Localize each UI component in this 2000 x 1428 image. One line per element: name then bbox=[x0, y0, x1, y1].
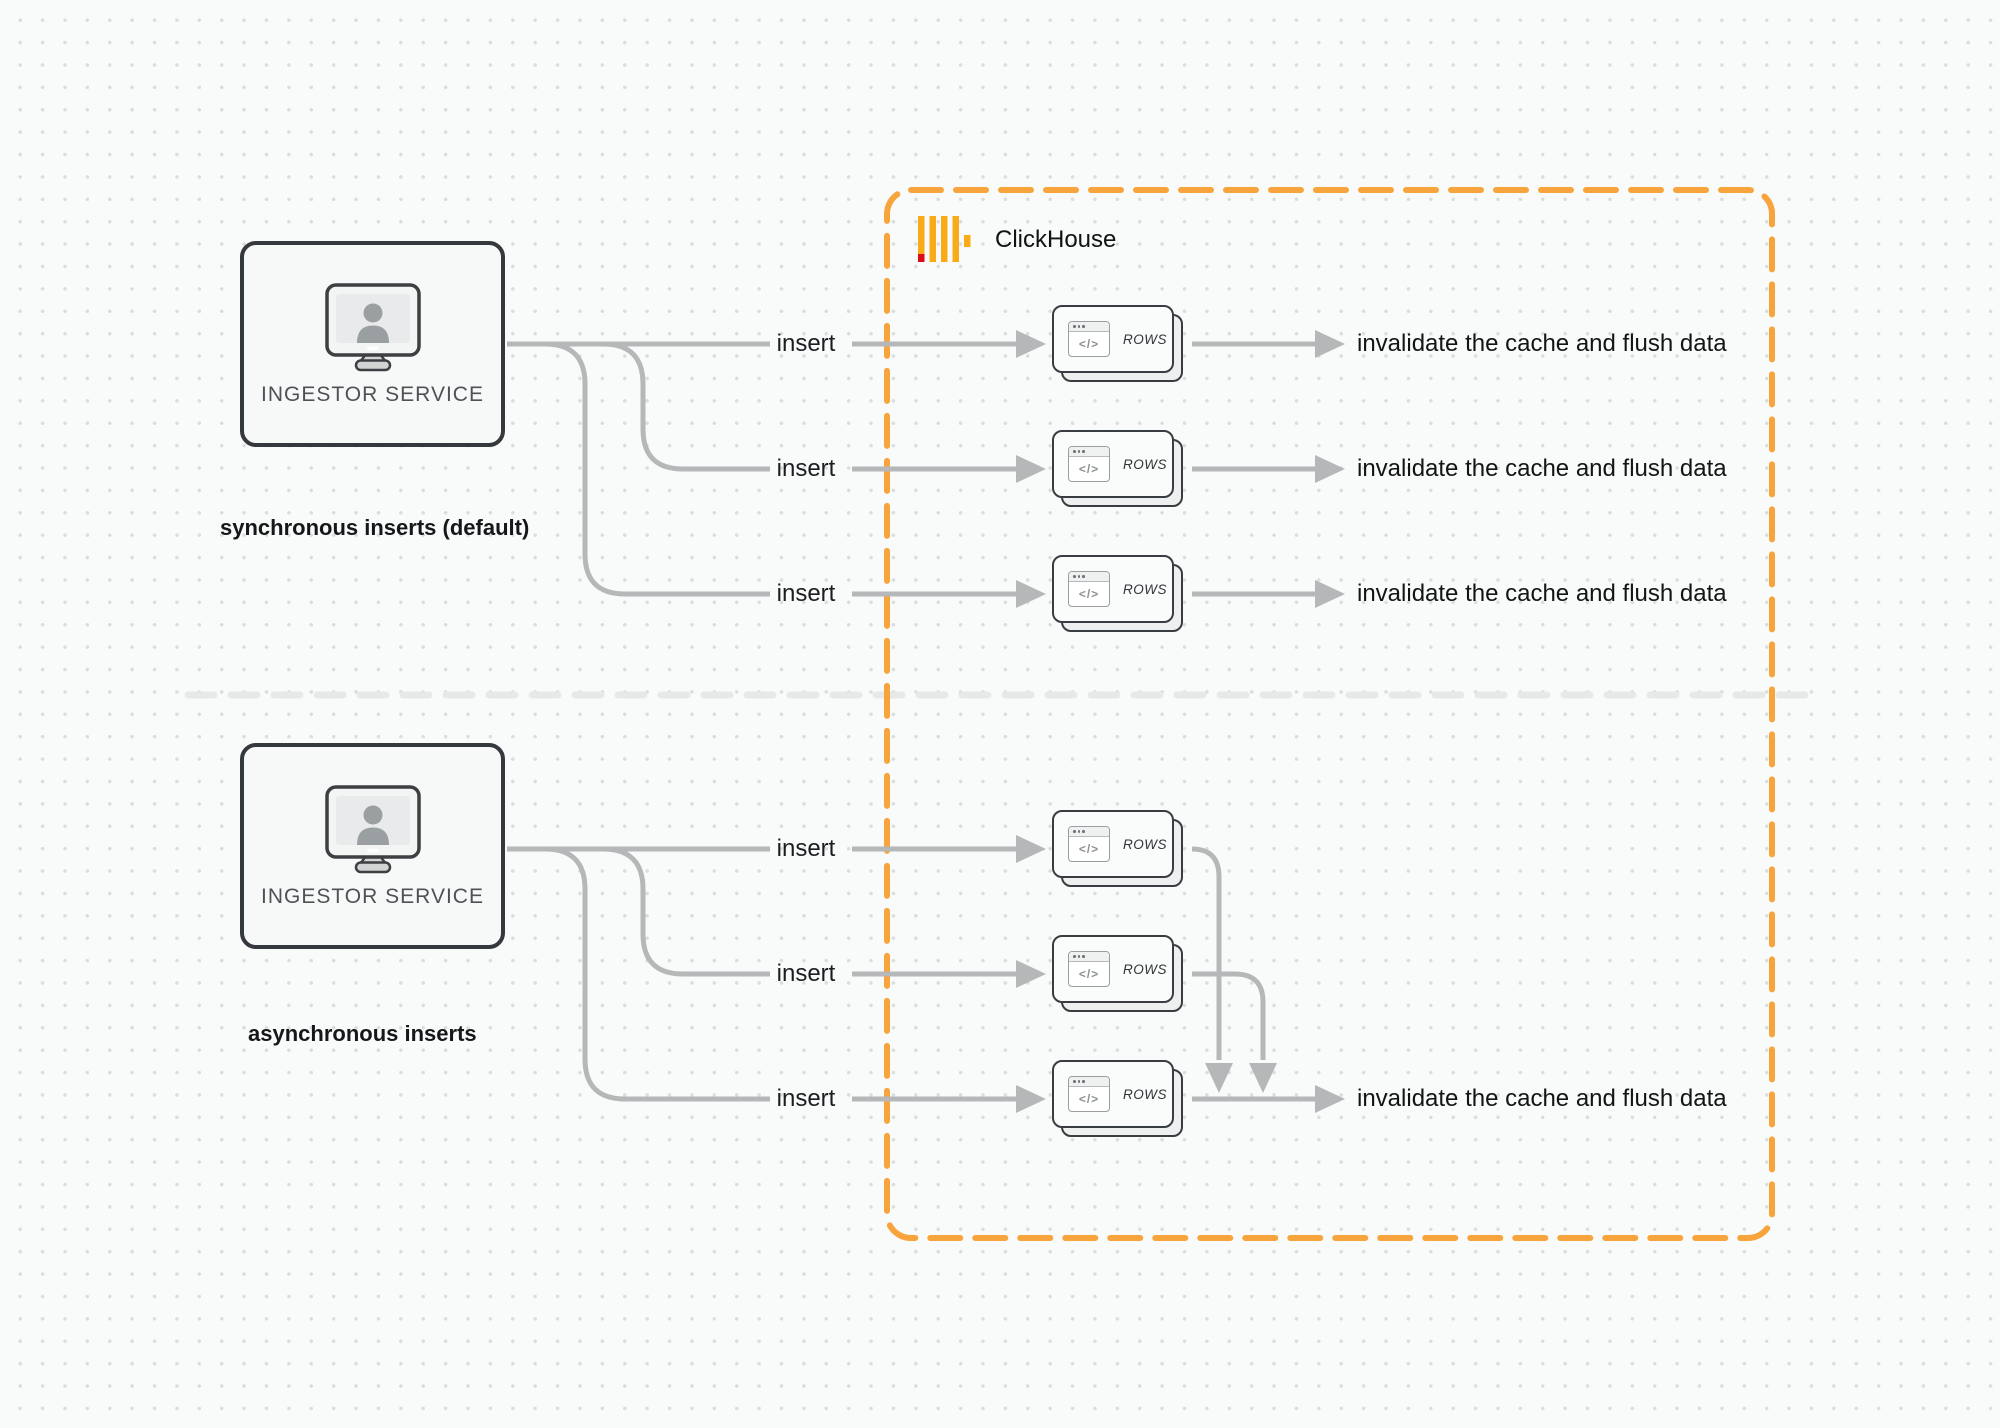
arrowhead bbox=[1315, 455, 1345, 483]
async-branch-row3 bbox=[544, 846, 770, 1102]
insert-label-sync-1: insert bbox=[776, 330, 836, 357]
rows-label: ROWS bbox=[1123, 1086, 1167, 1102]
window-titlebar bbox=[1069, 322, 1109, 332]
insert-label-sync-3: insert bbox=[776, 580, 836, 607]
invalidate-label-sync-2: invalidate the cache and flush data bbox=[1357, 455, 1727, 482]
code-glyph: </> bbox=[1078, 1092, 1100, 1106]
monitor-user-icon bbox=[324, 785, 421, 874]
window-titlebar bbox=[1069, 952, 1109, 962]
rows-table-node-sync-3: </> ROWS bbox=[1052, 555, 1183, 632]
clickhouse-logo-icon bbox=[918, 216, 971, 262]
code-window-icon: </> bbox=[1068, 1076, 1110, 1112]
arrowhead bbox=[1016, 330, 1046, 358]
code-window-icon: </> bbox=[1068, 571, 1110, 607]
ingestor-service-node-async: INGESTOR SERVICE bbox=[240, 743, 505, 949]
code-glyph: </> bbox=[1078, 587, 1100, 601]
invalidate-label-sync-3: invalidate the cache and flush data bbox=[1357, 580, 1727, 607]
window-titlebar bbox=[1069, 572, 1109, 582]
rows-card-front: </> ROWS bbox=[1052, 305, 1174, 373]
rows-table-node-async-2: </> ROWS bbox=[1052, 935, 1183, 1012]
arrowhead bbox=[1315, 330, 1345, 358]
insert-label-async-3: insert bbox=[776, 1085, 836, 1112]
async-merge-line2 bbox=[1192, 971, 1266, 1060]
arrowhead-down bbox=[1249, 1063, 1277, 1093]
rows-table-node-sync-2: </> ROWS bbox=[1052, 430, 1183, 507]
invalidate-label-async: invalidate the cache and flush data bbox=[1357, 1085, 1727, 1112]
window-titlebar bbox=[1069, 1077, 1109, 1087]
monitor-user-icon bbox=[324, 283, 421, 372]
arrowhead bbox=[1016, 455, 1046, 483]
clickhouse-logo: ClickHouse bbox=[918, 216, 1116, 263]
arrowhead bbox=[1315, 1085, 1345, 1113]
arrowhead bbox=[1016, 835, 1046, 863]
sync-branch-row3 bbox=[544, 341, 770, 597]
code-window-icon: </> bbox=[1068, 446, 1110, 482]
rows-label: ROWS bbox=[1123, 836, 1167, 852]
ingestor-service-label: INGESTOR SERVICE bbox=[261, 383, 484, 406]
code-window-icon: </> bbox=[1068, 826, 1110, 862]
rows-table-node-sync-1: </> ROWS bbox=[1052, 305, 1183, 382]
arrowhead bbox=[1016, 960, 1046, 988]
rows-card-front: </> ROWS bbox=[1052, 935, 1174, 1003]
arrowhead bbox=[1016, 580, 1046, 608]
window-titlebar bbox=[1069, 827, 1109, 837]
async-merge-line1 bbox=[1191, 846, 1222, 1060]
code-window-icon: </> bbox=[1068, 321, 1110, 357]
code-glyph: </> bbox=[1078, 967, 1100, 981]
async-section-label: asynchronous inserts bbox=[248, 1021, 477, 1046]
async-branch-row2 bbox=[602, 846, 770, 977]
arrowhead bbox=[1016, 1085, 1046, 1113]
clickhouse-title: ClickHouse bbox=[995, 225, 1117, 253]
rows-card-front: </> ROWS bbox=[1052, 430, 1174, 498]
insert-label-async-2: insert bbox=[776, 960, 836, 987]
window-titlebar bbox=[1069, 447, 1109, 457]
code-glyph: </> bbox=[1078, 842, 1100, 856]
rows-label: ROWS bbox=[1123, 331, 1167, 347]
rows-card-front: </> ROWS bbox=[1052, 1060, 1174, 1128]
code-window-icon: </> bbox=[1068, 951, 1110, 987]
arrowhead bbox=[1315, 580, 1345, 608]
code-glyph: </> bbox=[1078, 462, 1100, 476]
ingestor-service-label: INGESTOR SERVICE bbox=[261, 885, 484, 908]
ingestor-service-node-sync: INGESTOR SERVICE bbox=[240, 241, 505, 447]
sync-section-label: synchronous inserts (default) bbox=[220, 515, 530, 540]
rows-label: ROWS bbox=[1123, 456, 1167, 472]
rows-table-node-async-3: </> ROWS bbox=[1052, 1060, 1183, 1137]
sync-branch-row2 bbox=[602, 341, 770, 472]
rows-label: ROWS bbox=[1123, 961, 1167, 977]
clickhouse-boundary-box bbox=[884, 187, 1775, 1241]
rows-card-front: </> ROWS bbox=[1052, 555, 1174, 623]
insert-label-sync-2: insert bbox=[776, 455, 836, 482]
rows-label: ROWS bbox=[1123, 581, 1167, 597]
arrowhead-down bbox=[1205, 1063, 1233, 1093]
rows-table-node-async-1: </> ROWS bbox=[1052, 810, 1183, 887]
rows-card-front: </> ROWS bbox=[1052, 810, 1174, 878]
code-glyph: </> bbox=[1078, 337, 1100, 351]
insert-label-async-1: insert bbox=[776, 835, 836, 862]
invalidate-label-sync-1: invalidate the cache and flush data bbox=[1357, 330, 1727, 357]
